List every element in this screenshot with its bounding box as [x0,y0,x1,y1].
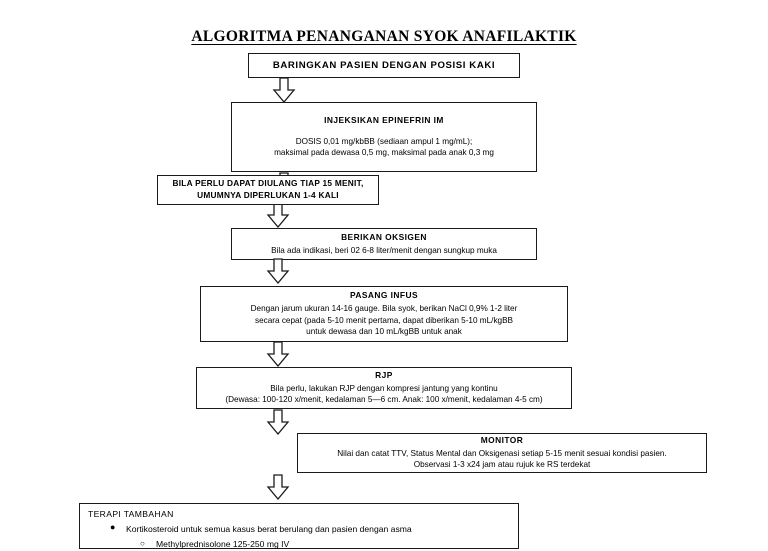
list-item-label: Kortikosteroid untuk semua kasus berat b… [126,524,412,535]
step-line-1: BILA PERLU DAPAT DIULANG TIAP 15 MENIT, [172,178,364,189]
list-item: ● Kortikosteroid untuk semua kasus berat… [110,522,510,535]
bullet-circle-icon: ○ [140,539,145,549]
down-arrow-icon-1 [272,77,296,103]
step-header: RJP [375,369,393,380]
step-line-2: secara cepat (pada 5-10 menit pertama, d… [254,315,514,325]
step-line-2: UMUMNYA DIPERLUKAN 1-4 KALI [197,190,339,200]
step-line-1: Dengan jarum ukuran 14-16 gauge. Bila sy… [250,304,518,313]
step-header: INJEKSIKAN EPINEFRIN IM [324,114,444,125]
step-box-berikan-oksigen: BERIKAN OKSIGEN Bila ada indikasi, beri … [231,228,537,260]
step-line-3: untuk dewasa dan 10 mL/kgBB untuk anak [306,327,462,337]
step-box-pasang-infus: PASANG INFUS Dengan jarum ukuran 14-16 g… [200,286,568,342]
down-arrow-icon-3 [266,202,290,228]
step-header: TERAPI TAMBAHAN [88,509,174,519]
down-arrow-icon-4 [266,258,290,284]
page-title: ALGORITMA PENANGANAN SYOK ANAFILAKTIK [191,28,577,45]
step-box-baringkan-pasien: BARINGKAN PASIEN DENGAN POSISI KAKI [248,53,520,78]
down-arrow-icon-5 [266,341,290,367]
down-arrow-icon-6 [266,409,290,435]
step-line-1: DOSIS 0,01 mg/kbBB (sediaan ampul 1 mg/m… [295,136,473,146]
step-line-1: Nilai dan catat TTV, Status Mental dan O… [337,448,667,458]
step-box-bila-perlu-diulang: BILA PERLU DAPAT DIULANG TIAP 15 MENIT, … [157,175,379,205]
step-line-2: maksimal pada dewasa 0,5 mg, maksimal pa… [274,148,494,158]
step-line-1: Bila perlu, lakukan RJP dengan kompresi … [270,383,498,393]
bullet-disc-icon: ● [110,522,116,533]
list-item-label: Methylprednisolone 125-250 mg IV [156,539,290,550]
step-header: BARINGKAN PASIEN DENGAN POSISI KAKI [272,59,496,71]
step-line-2: (Dewasa: 100-120 x/menit, kedalaman 5—6 … [225,395,543,405]
step-header: BERIKAN OKSIGEN [341,231,427,242]
step-box-terapi-tambahan: TERAPI TAMBAHAN ● Kortikosteroid untuk s… [79,503,519,549]
step-box-rjp: RJP Bila perlu, lakukan RJP dengan kompr… [196,367,572,409]
step-header: MONITOR [480,434,524,445]
step-line-1: Bila ada indikasi, beri 02 6-8 liter/men… [271,245,497,255]
down-arrow-icon-7 [266,474,290,500]
list-item: ○ Methylprednisolone 125-250 mg IV [140,538,510,550]
step-header: PASANG INFUS [349,290,419,301]
step-box-injeksikan-epinefrin: INJEKSIKAN EPINEFRIN IM DOSIS 0,01 mg/kb… [231,102,537,172]
step-line-2: Observasi 1-3 x24 jam atau rujuk ke RS t… [413,460,591,470]
step-box-monitor: MONITOR Nilai dan catat TTV, Status Ment… [297,433,707,473]
